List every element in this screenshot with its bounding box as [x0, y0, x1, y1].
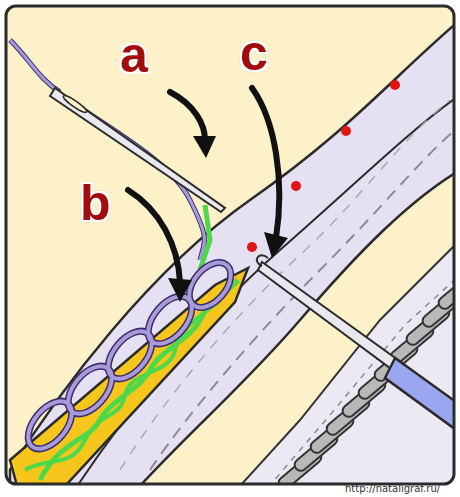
callout-letter: b [80, 178, 111, 228]
callout-letter: c [240, 28, 268, 78]
watermark: http://nataligraf.ru/ [345, 483, 440, 494]
callout-letter: a [120, 30, 148, 80]
